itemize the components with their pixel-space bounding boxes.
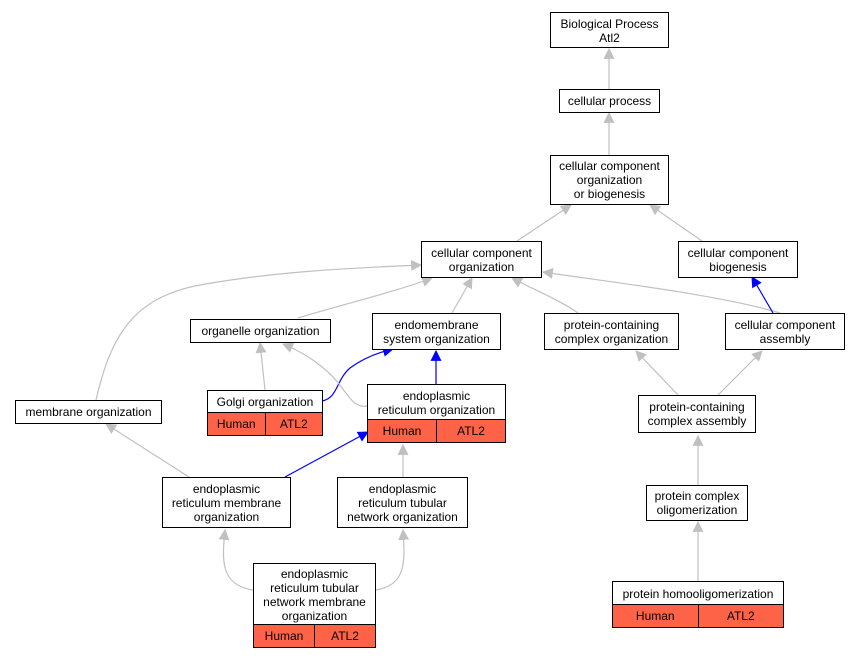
node-label: organelle organization <box>201 324 320 338</box>
node-label: Golgi organization <box>216 395 314 409</box>
go-node-organelle-organization[interactable]: organelle organization <box>190 319 331 343</box>
node-label: endoplasmic reticulum organization <box>377 389 496 417</box>
edge-pc-org-to-cco <box>511 277 579 314</box>
go-node-protein-homooligomerization[interactable]: protein homooligomerization Human ATL2 <box>612 581 784 628</box>
species-cell: Human <box>382 424 422 438</box>
go-node-endomembrane-system-organization[interactable]: endomembrane system organization <box>372 313 501 350</box>
node-label: cellular component biogenesis <box>687 245 789 274</box>
edge-membrane-org-to-cco <box>95 259 423 401</box>
node-label: cellular component organization <box>431 245 532 274</box>
go-node-endoplasmic-reticulum-tubular-network-organization[interactable]: endoplasmic reticulum tubular network or… <box>337 477 468 528</box>
node-label: endomembrane system organization <box>383 317 490 346</box>
go-node-protein-containing-complex-assembly[interactable]: protein-containing complex assembly <box>638 395 756 433</box>
node-label: endoplasmic reticulum tubular network me… <box>263 567 366 623</box>
go-node-protein-containing-complex-organization[interactable]: protein-containing complex organization <box>544 313 679 350</box>
node-label: protein homooligomerization <box>622 587 774 601</box>
annotation-row: Human ATL2 <box>613 604 783 627</box>
go-node-cellular-component-biogenesis[interactable]: cellular component biogenesis <box>678 241 798 278</box>
go-node-endoplasmic-reticulum-membrane-organization[interactable]: endoplasmic reticulum membrane organizat… <box>162 477 291 528</box>
go-node-cellular-component-assembly[interactable]: cellular component assembly <box>725 313 845 350</box>
node-label: membrane organization <box>25 405 152 419</box>
edge-golgi-to-endomembrane <box>321 345 395 402</box>
node-label: protein-containing complex organization <box>554 317 669 346</box>
node-label: cellular component assembly <box>734 317 836 346</box>
species-cell: Human <box>264 629 304 643</box>
species-cell: Human <box>216 417 256 431</box>
gene-cell: ATL2 <box>314 625 375 647</box>
node-label: protein-containing complex assembly <box>647 400 747 428</box>
edge-cca-to-cco <box>541 268 781 314</box>
edge-cco-to-ccob <box>516 204 572 242</box>
edge-ccb-to-ccob <box>649 204 703 242</box>
annotation-row: Human ATL2 <box>254 624 375 647</box>
edge-endomembrane-to-cco <box>451 277 473 314</box>
go-node-membrane-organization[interactable]: membrane organization <box>15 400 162 424</box>
annotation-row: Human ATL2 <box>208 412 322 435</box>
annotation-row: Human ATL2 <box>368 419 505 442</box>
node-label: endoplasmic reticulum membrane organizat… <box>171 481 282 524</box>
go-node-cellular-process[interactable]: cellular process <box>559 89 660 113</box>
node-label: cellular process <box>567 94 652 108</box>
go-node-golgi-organization[interactable]: Golgi organization Human ATL2 <box>207 390 323 436</box>
edge-er-tub-mem-to-er-membrane <box>218 528 254 591</box>
edge-er-tub-mem-to-er-tubular <box>375 528 410 591</box>
node-label: cellular component organization or bioge… <box>559 159 660 201</box>
edge-er-membrane-to-er-org <box>284 431 369 478</box>
go-node-cellular-component-organization-or-biogenesis[interactable]: cellular component organization or bioge… <box>550 155 669 205</box>
gene-cell: ATL2 <box>264 413 323 435</box>
go-node-endoplasmic-reticulum-tubular-network-membrane-organization[interactable]: endoplasmic reticulum tubular network me… <box>253 563 376 648</box>
go-node-endoplasmic-reticulum-organization[interactable]: endoplasmic reticulum organization Human… <box>367 384 506 443</box>
species-cell: Human <box>635 609 675 623</box>
node-label: Biological Process Atl2 <box>560 17 659 45</box>
node-label: endoplasmic reticulum tubular network or… <box>347 481 458 524</box>
edge-pc-assembly-to-pc-org <box>635 350 679 396</box>
edge-er-membrane-to-membrane-org <box>105 423 190 478</box>
edge-golgi-to-organelle-org <box>255 341 267 391</box>
gene-cell: ATL2 <box>697 605 784 627</box>
edge-cca-to-ccb <box>751 276 774 314</box>
go-node-protein-complex-oligomerization[interactable]: protein complex oligomerization <box>646 485 748 521</box>
gene-cell: ATL2 <box>436 420 505 442</box>
edge-er-org-to-organelle-org <box>281 342 368 407</box>
edge-organelle-org-to-cco <box>297 276 434 319</box>
edge-pc-assembly-to-cca <box>717 350 763 396</box>
node-label: protein complex oligomerization <box>654 489 740 517</box>
go-node-cellular-component-organization[interactable]: cellular component organization <box>421 241 542 278</box>
go-node-biological-process[interactable]: Biological Process Atl2 <box>550 12 669 48</box>
